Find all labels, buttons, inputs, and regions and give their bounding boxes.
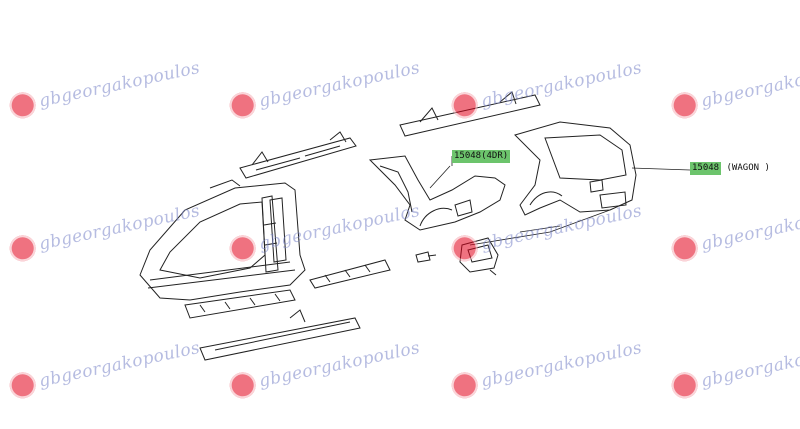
part-variant: (4DR) bbox=[481, 151, 509, 161]
watermark-logo-icon bbox=[669, 369, 701, 401]
watermark-logo-icon bbox=[227, 232, 259, 264]
watermark-logo-icon bbox=[227, 369, 259, 401]
watermark-logo-icon bbox=[449, 369, 481, 401]
watermark-logo-icon bbox=[449, 89, 481, 121]
b-pillar bbox=[261, 195, 279, 273]
quarter-panel-sedan bbox=[368, 155, 506, 231]
part-variant: (WAGON ) bbox=[726, 163, 770, 173]
screw bbox=[415, 251, 437, 263]
roof-rail-left bbox=[239, 131, 357, 179]
part-callout-wagon: 15048 (WAGON ) bbox=[690, 162, 770, 175]
part-callout-sedan: 15048(4DR) bbox=[452, 150, 511, 163]
watermark-logo-icon bbox=[669, 89, 701, 121]
part-code: 15048 bbox=[690, 162, 722, 175]
watermark-logo-icon bbox=[7, 232, 39, 264]
rocker-outer bbox=[199, 309, 361, 361]
watermark-logo-icon bbox=[669, 232, 701, 264]
rear-lower-member bbox=[309, 259, 391, 289]
rear-roof-rail bbox=[399, 91, 541, 137]
watermark-logo-icon bbox=[227, 89, 259, 121]
watermark-logo-icon bbox=[449, 232, 481, 264]
rocker-inner bbox=[184, 289, 296, 319]
watermark-logo-icon bbox=[7, 89, 39, 121]
part-code: 15048 bbox=[454, 151, 482, 161]
quarter-panel-wagon bbox=[514, 121, 637, 216]
watermark-logo-icon bbox=[7, 369, 39, 401]
